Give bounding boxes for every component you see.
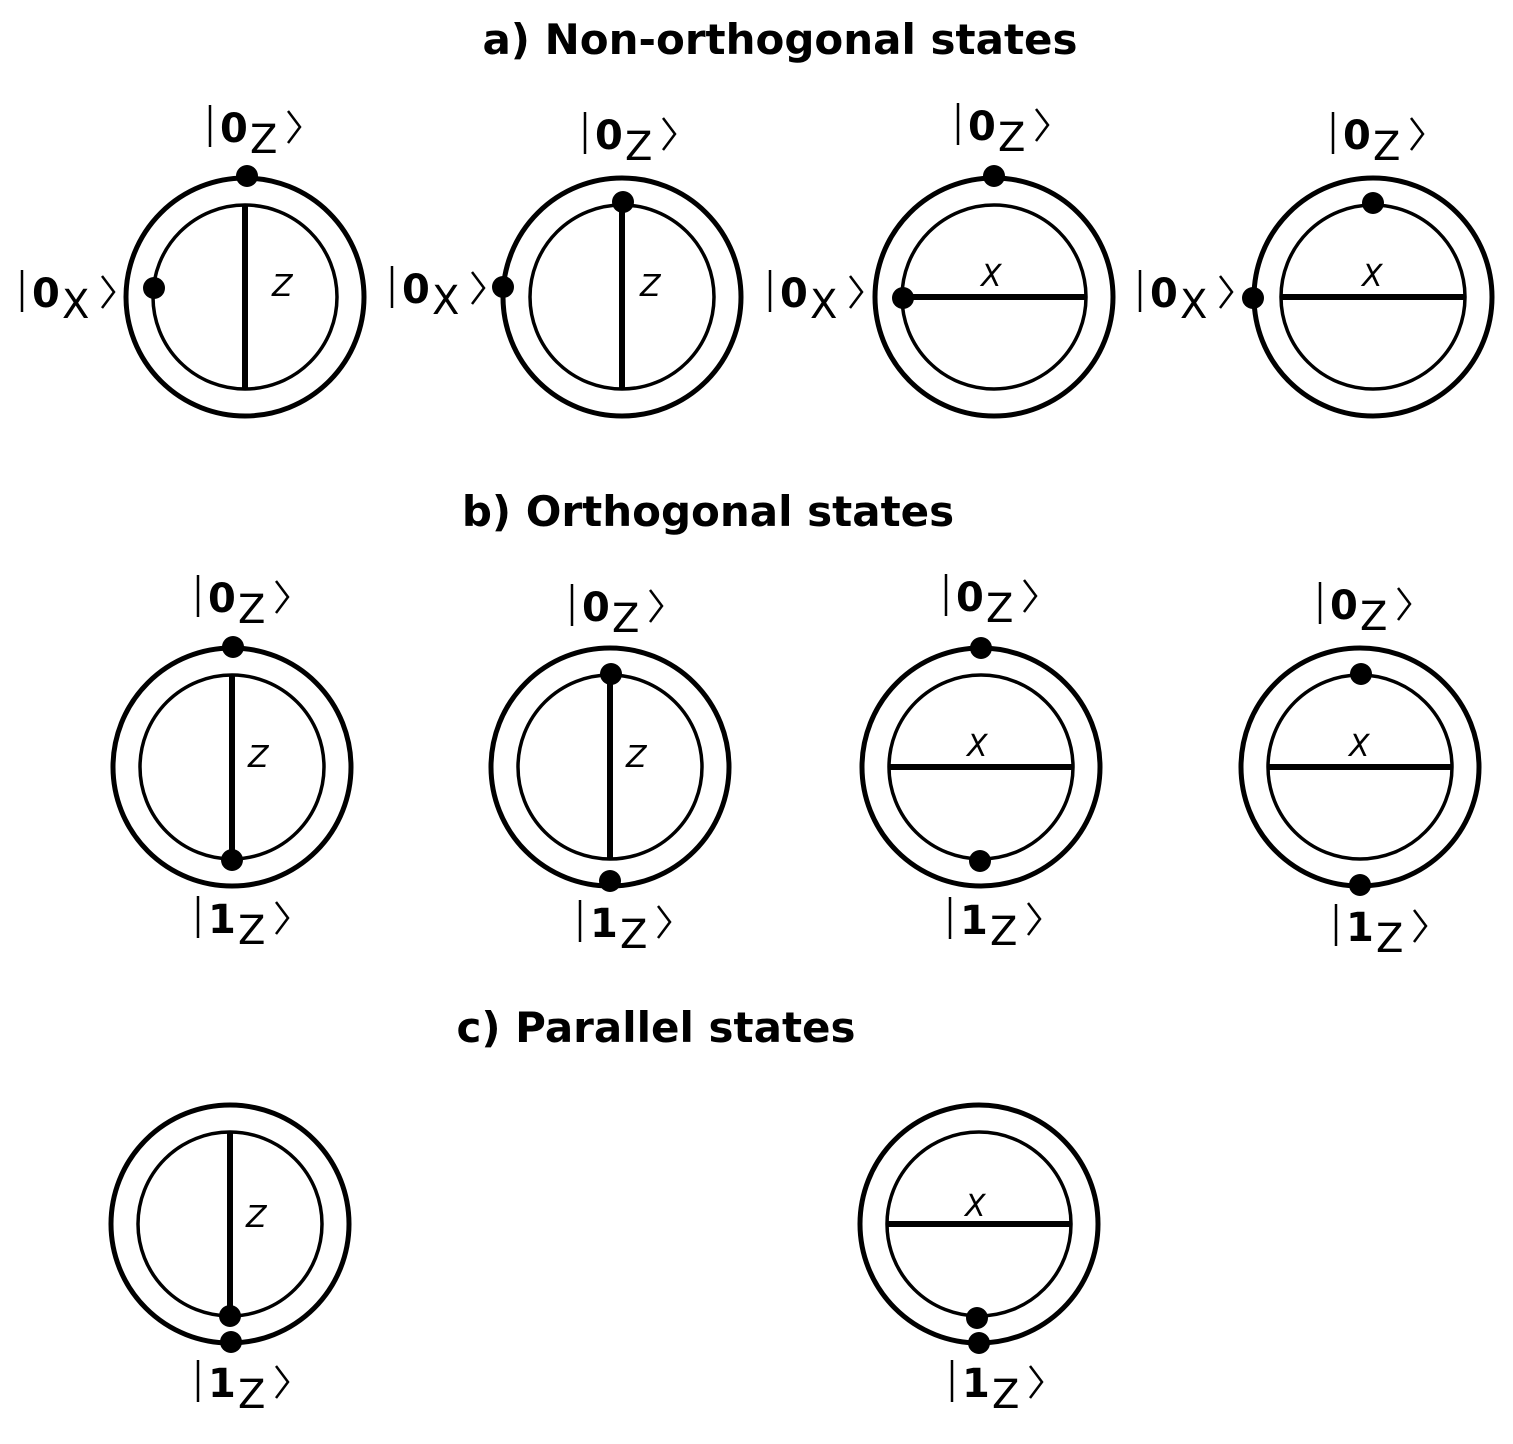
svg-text:1: 1 bbox=[208, 1361, 236, 1407]
state-dot bbox=[1349, 874, 1371, 896]
diagram-a3: X bbox=[872, 165, 1116, 419]
axis-label-x: X bbox=[965, 729, 989, 764]
axis-label-z: Z bbox=[247, 740, 270, 775]
ket-zero-z: 0 Z bbox=[944, 574, 1038, 632]
state-dot bbox=[966, 1307, 988, 1329]
state-dot bbox=[1350, 663, 1372, 685]
svg-text:Z: Z bbox=[625, 124, 652, 170]
svg-text:Z: Z bbox=[612, 596, 639, 642]
svg-text:Z: Z bbox=[986, 586, 1013, 632]
ket-zero-x: 0 X bbox=[20, 270, 116, 328]
state-dot bbox=[492, 276, 514, 298]
ket-one-z: 1 Z bbox=[950, 1360, 1044, 1418]
svg-text:Z: Z bbox=[238, 908, 265, 954]
svg-text:Z: Z bbox=[992, 1372, 1019, 1418]
diagram-b4: X bbox=[1238, 645, 1482, 896]
ket-zero-z: 0 Z bbox=[196, 575, 290, 633]
state-dot bbox=[969, 850, 991, 872]
state-dot bbox=[221, 849, 243, 871]
svg-text:Z: Z bbox=[238, 1372, 265, 1418]
svg-text:0: 0 bbox=[1150, 271, 1178, 317]
diagram-b1: Z bbox=[110, 636, 354, 889]
ket-one-z: 1 Z bbox=[196, 1360, 290, 1418]
svg-text:0: 0 bbox=[595, 113, 623, 159]
axis-label-x: X bbox=[1360, 259, 1384, 294]
svg-text:1: 1 bbox=[590, 901, 618, 947]
ket-zero-z: 0 Z bbox=[956, 103, 1050, 161]
state-dot bbox=[1242, 287, 1264, 309]
diagram-b2: Z bbox=[488, 645, 732, 892]
svg-text:1: 1 bbox=[1346, 905, 1374, 951]
diagram-a4: X bbox=[1242, 175, 1495, 419]
svg-text:Z: Z bbox=[620, 912, 647, 958]
section-title-parallel: c) Parallel states bbox=[456, 1003, 855, 1052]
axis-label-x: X bbox=[1347, 729, 1371, 764]
ket-zero-z: 0 Z bbox=[1331, 112, 1425, 170]
axis-label-z: Z bbox=[639, 269, 662, 304]
svg-text:X: X bbox=[1180, 282, 1207, 328]
axis-label-z: Z bbox=[271, 269, 294, 304]
section-title-orthogonal: b) Orthogonal states bbox=[462, 487, 954, 536]
svg-text:X: X bbox=[62, 282, 89, 328]
svg-text:Z: Z bbox=[1360, 594, 1387, 640]
svg-text:Z: Z bbox=[998, 115, 1025, 161]
svg-text:0: 0 bbox=[402, 267, 430, 313]
svg-text:0: 0 bbox=[582, 585, 610, 631]
state-dot bbox=[892, 287, 914, 309]
state-dot bbox=[220, 1331, 242, 1353]
svg-text:1: 1 bbox=[962, 1361, 990, 1407]
ket-one-z: 1 Z bbox=[196, 896, 290, 954]
ket-zero-z: 0 Z bbox=[1318, 582, 1412, 640]
state-dot bbox=[600, 663, 622, 685]
axis-label-x: X bbox=[979, 259, 1003, 294]
svg-text:0: 0 bbox=[1343, 113, 1371, 159]
svg-text:1: 1 bbox=[208, 897, 236, 943]
state-dot bbox=[970, 637, 992, 659]
ket-zero-x: 0 X bbox=[768, 270, 864, 328]
svg-text:Z: Z bbox=[1373, 124, 1400, 170]
state-dot bbox=[968, 1332, 990, 1354]
ket-zero-x: 0 X bbox=[390, 266, 486, 324]
state-dot bbox=[612, 191, 634, 213]
axis-label-z: Z bbox=[625, 740, 648, 775]
ket-zero-z: 0 Z bbox=[208, 105, 302, 163]
ket-one-z: 1 Z bbox=[948, 897, 1042, 955]
svg-text:0: 0 bbox=[32, 271, 60, 317]
svg-text:Z: Z bbox=[238, 587, 265, 633]
ket-zero-x: 0 X bbox=[1138, 270, 1234, 328]
diagram-b3: X bbox=[859, 637, 1103, 889]
section-title-non-orthogonal: a) Non-orthogonal states bbox=[482, 15, 1077, 64]
svg-text:X: X bbox=[810, 282, 837, 328]
state-dot bbox=[236, 165, 258, 187]
svg-text:0: 0 bbox=[956, 575, 984, 621]
svg-text:0: 0 bbox=[968, 104, 996, 150]
svg-text:Z: Z bbox=[250, 117, 277, 163]
svg-text:1: 1 bbox=[960, 898, 988, 944]
svg-text:0: 0 bbox=[208, 576, 236, 622]
diagram-a1: Z bbox=[123, 165, 367, 419]
state-dot bbox=[222, 636, 244, 658]
state-dot bbox=[983, 165, 1005, 187]
ket-one-z: 1 Z bbox=[1334, 904, 1428, 962]
svg-text:0: 0 bbox=[780, 271, 808, 317]
ket-zero-z: 0 Z bbox=[570, 584, 664, 642]
svg-text:0: 0 bbox=[220, 106, 248, 152]
svg-text:0: 0 bbox=[1330, 583, 1358, 629]
ket-one-z: 1 Z bbox=[578, 900, 672, 958]
state-dot bbox=[599, 870, 621, 892]
state-dot bbox=[143, 277, 165, 299]
svg-text:Z: Z bbox=[990, 909, 1017, 955]
diagram-c2: X bbox=[857, 1102, 1101, 1354]
diagram-c1: Z bbox=[108, 1102, 352, 1353]
axis-label-x: X bbox=[963, 1189, 987, 1224]
state-dot bbox=[219, 1305, 241, 1327]
svg-text:Z: Z bbox=[1376, 916, 1403, 962]
axis-label-z: Z bbox=[245, 1200, 268, 1235]
ket-zero-z: 0 Z bbox=[583, 112, 677, 170]
svg-text:X: X bbox=[432, 278, 459, 324]
diagram-a2: Z bbox=[492, 175, 744, 419]
state-dot bbox=[1362, 192, 1384, 214]
